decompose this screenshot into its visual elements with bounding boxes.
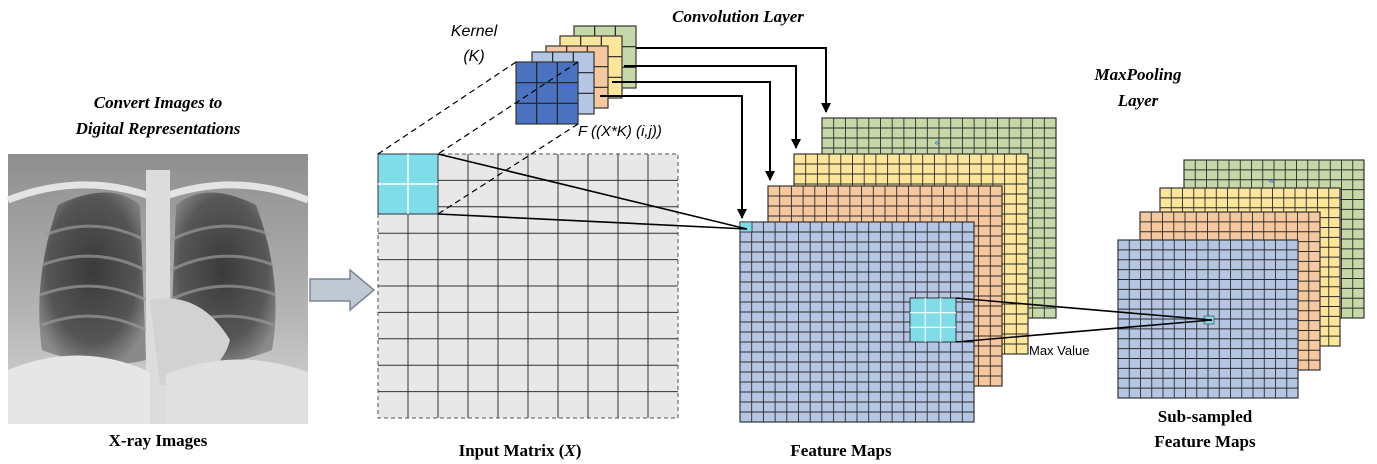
kernel-front: [515, 61, 579, 125]
xray-image: [6, 154, 310, 424]
kernel-label-line2: (K): [463, 48, 484, 65]
input-matrix-grid: [377, 153, 679, 419]
feature-maps-stack: «: [739, 117, 1057, 423]
kernel-stack: [515, 25, 637, 125]
max-value-label: Max Value: [1029, 343, 1089, 358]
subsampled-maps-stack: «: [1117, 159, 1365, 399]
kernel-label-line1: Kernel: [451, 23, 498, 40]
block-arrow: [309, 268, 376, 312]
feature-map-channel-mark: «: [934, 136, 941, 149]
feature-maps-label: Feature Maps: [790, 441, 892, 460]
subsampled-label-line2: Feature Maps: [1154, 432, 1256, 451]
subsampled-map-blue: [1117, 239, 1299, 399]
input-receptive-field: [377, 153, 439, 215]
convert-title-line2: Digital Representations: [75, 119, 241, 138]
kernel-to-feature-arrows: [600, 47, 831, 219]
input-matrix-label: Input Matrix (X): [459, 441, 582, 460]
convolution-layer-label: Convolution Layer: [672, 7, 804, 26]
connection-lines: [437, 153, 1213, 343]
xray-label: X-ray Images: [109, 431, 208, 450]
maxpooling-label-line2: Layer: [1117, 91, 1159, 110]
subsampled-label-line1: Sub-sampled: [1158, 407, 1253, 426]
maxpool-window: [909, 297, 957, 343]
convert-title-line1: Convert Images to: [94, 93, 222, 112]
kernel-projection-lines: [377, 61, 579, 215]
subsampled-channel-mark: «: [1268, 174, 1275, 187]
maxpooling-label-line1: MaxPooling: [1094, 65, 1182, 84]
convolution-formula: F ((X*K) (i,j)): [578, 123, 662, 140]
